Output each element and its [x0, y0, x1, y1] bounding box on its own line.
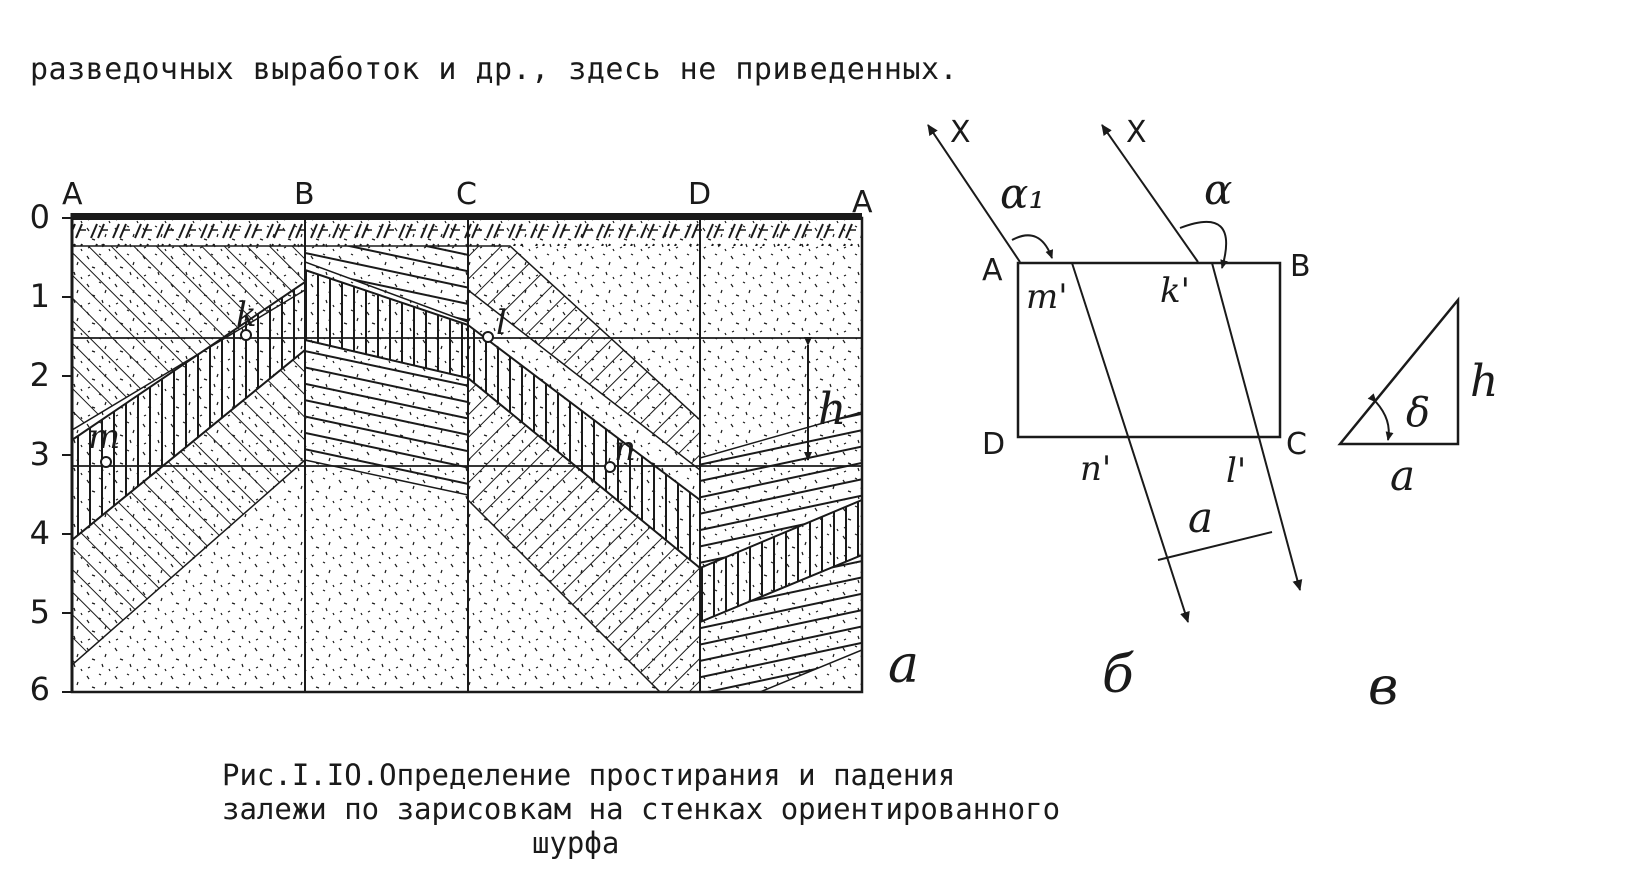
depth-label-6: 6	[30, 670, 50, 708]
depth-ticks	[62, 217, 72, 693]
dip-angle-label: δ	[1406, 390, 1430, 436]
point-labels: k l m n h	[88, 295, 846, 469]
caption-line-3: шурфа	[532, 826, 620, 860]
depth-label-5: 5	[30, 593, 50, 631]
surface-line	[72, 213, 862, 220]
wall-label-b: B	[294, 177, 315, 212]
panel-c-triangle	[1337, 296, 1460, 446]
angle-alpha1-label: α₁	[1000, 169, 1045, 218]
plan-point-k-prime: k'	[1160, 271, 1190, 311]
caption-line-1: Рис.I.IO.Определение простирания и паден…	[222, 758, 956, 792]
angle-arc-alpha	[1179, 220, 1229, 269]
depth-label-1: 1	[30, 277, 50, 315]
north-x-label-2: X	[1126, 115, 1147, 150]
panel-b-corner-labels: A B C D X X	[950, 115, 1311, 462]
plan-point-l-prime: l'	[1226, 451, 1246, 491]
panel-c-labels: δ h a	[1390, 356, 1498, 500]
depth-label-4: 4	[30, 514, 50, 552]
panel-b-hand-labels: m' k' n' l' α₁ α a	[1000, 165, 1246, 542]
plan-point-m-prime: m'	[1026, 277, 1068, 317]
north-arrow-1	[927, 124, 1021, 263]
angle-alpha-label: α	[1204, 165, 1232, 214]
wall-label-d: D	[688, 177, 711, 212]
plan-corner-a: A	[982, 253, 1003, 288]
caption-line-2: залежи по зарисовкам на стенках ориентир…	[222, 792, 1061, 826]
plan-corner-c: C	[1286, 427, 1307, 462]
plan-corner-b: B	[1290, 249, 1311, 284]
distance-a-line	[1157, 531, 1273, 561]
point-n-label: n	[614, 429, 636, 469]
panel-b-plan	[927, 124, 1303, 623]
panel-a-labels: A B C D A	[62, 177, 873, 220]
point-l-marker	[482, 331, 494, 343]
depth-label-2: 2	[30, 356, 50, 394]
plan-corner-d: D	[982, 427, 1005, 462]
depth-label-0: 0	[30, 198, 50, 236]
wall-label-a-left: A	[62, 177, 83, 212]
h-dimension-label: h	[818, 384, 846, 435]
angle-arc-alpha1	[1011, 234, 1054, 259]
plan-point-n-prime: n'	[1080, 449, 1111, 489]
point-m-marker	[100, 456, 112, 468]
wall-label-c: C	[456, 177, 477, 212]
panel-a-wall-sections	[62, 213, 864, 694]
triangle-side-a: a	[1390, 451, 1415, 500]
distance-a-label: a	[1188, 493, 1213, 542]
pit-outline	[1016, 261, 1282, 439]
wall-label-a-right: A	[852, 185, 873, 220]
depth-tick-labels: 0 1 2 3 4 5 6	[30, 198, 50, 708]
point-k-marker	[240, 329, 252, 341]
north-x-label-1: X	[950, 115, 971, 150]
strike-line-m-n	[1071, 262, 1190, 623]
dip-angle-arc	[1367, 393, 1394, 441]
point-m-label: m	[88, 417, 120, 457]
point-l-label: l	[496, 303, 507, 343]
point-k-label: k	[236, 295, 257, 335]
intro-text-line: разведочных выработок и др., здесь не пр…	[30, 52, 959, 87]
triangle-side-h: h	[1470, 356, 1498, 407]
depth-label-3: 3	[30, 435, 50, 473]
panel-b-letter: б	[1102, 645, 1134, 705]
panel-c-letter: в	[1368, 657, 1398, 717]
figure-caption: Рис.I.IO.Определение простирания и паден…	[222, 758, 1060, 860]
strike-line-k-l	[1211, 262, 1303, 591]
dip-triangle	[1337, 296, 1460, 446]
point-n-marker	[604, 461, 616, 473]
panel-a-letter: а	[888, 635, 919, 695]
north-arrow-2	[1101, 124, 1199, 263]
